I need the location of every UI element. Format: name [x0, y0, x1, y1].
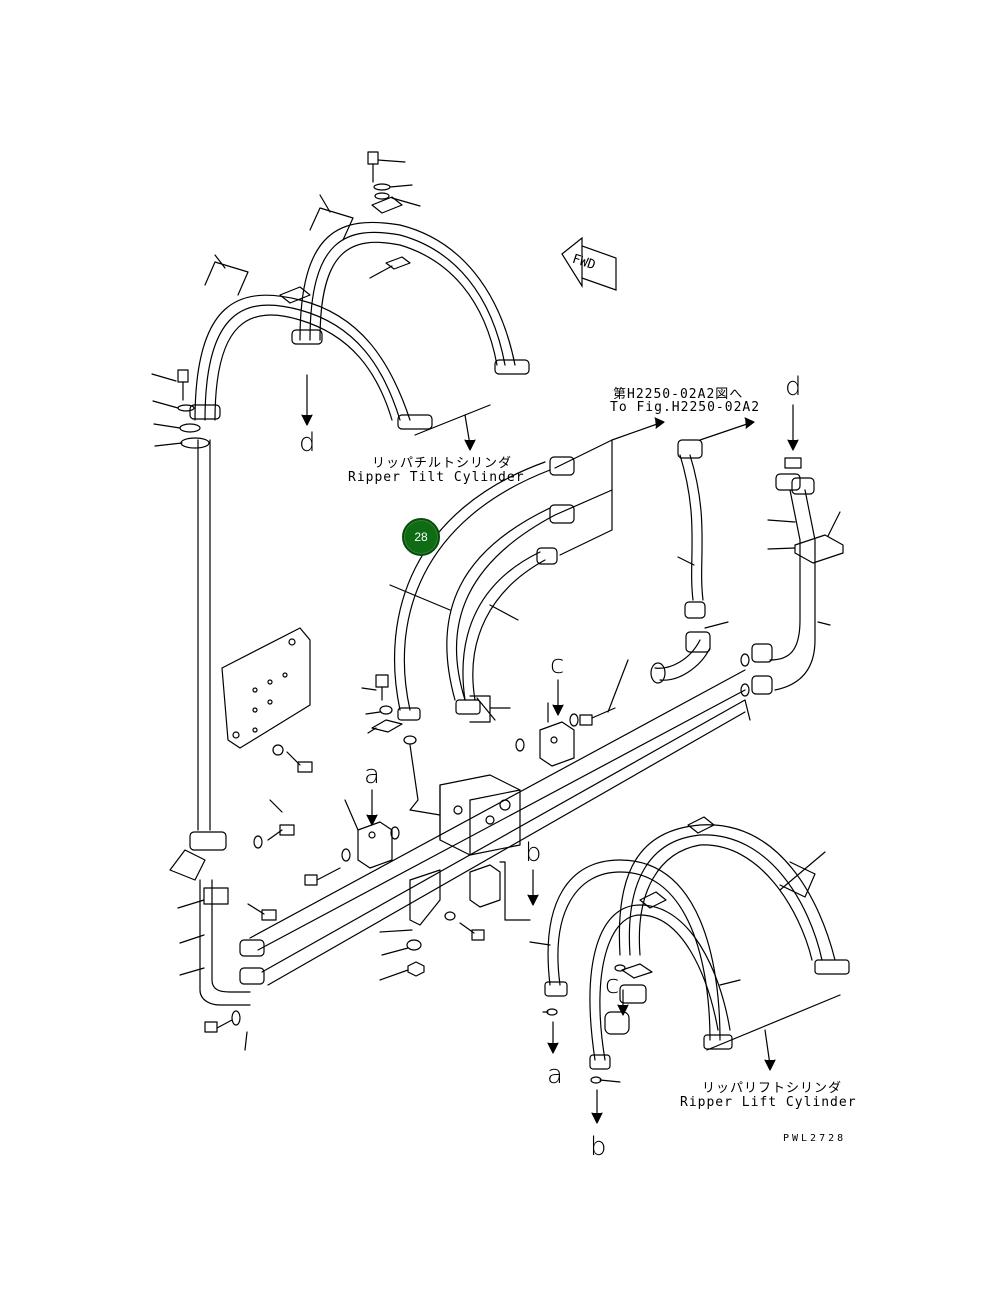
- letter-d-top: d: [785, 372, 802, 402]
- fwd-arrow-icon: [561, 236, 617, 291]
- lift-cylinder-jp-label: リッパリフトシリンダ: [702, 1081, 843, 1096]
- tilt-cylinder-jp-label: リッパチルトシリンダ: [372, 456, 513, 471]
- letter-c-bottom: c: [605, 970, 620, 1000]
- pointer-lines: [301, 374, 799, 1124]
- figure-ref-jp-label: 第H2250-02A2図へ: [613, 387, 744, 402]
- right-tube-group: [740, 457, 844, 721]
- left-tube-group: [151, 369, 265, 1051]
- letter-d-left: d: [299, 428, 316, 458]
- letter-a-top: a: [364, 760, 380, 790]
- tilt-hose-group: [189, 151, 530, 430]
- center-hose-group: [249, 417, 755, 986]
- letter-b-bottom: b: [590, 1132, 607, 1162]
- figure-ref-en-label: To Fig.H2250-02A2: [610, 400, 761, 415]
- tilt-cylinder-en-label: Ripper Tilt Cylinder: [348, 470, 525, 485]
- center-bolts: [361, 674, 441, 816]
- letter-a-bottom: a: [547, 1060, 563, 1090]
- lift-hose-group: [529, 816, 850, 1084]
- drawing-code-label: PWL2728: [783, 1133, 847, 1144]
- letter-b-top: b: [525, 838, 542, 868]
- callout-28-button[interactable]: 28: [402, 518, 440, 556]
- mounting-plate: [221, 627, 311, 749]
- manifold-group: [247, 659, 629, 981]
- lift-cylinder-en-label: Ripper Lift Cylinder: [680, 1095, 857, 1110]
- letter-c-top: c: [550, 650, 565, 680]
